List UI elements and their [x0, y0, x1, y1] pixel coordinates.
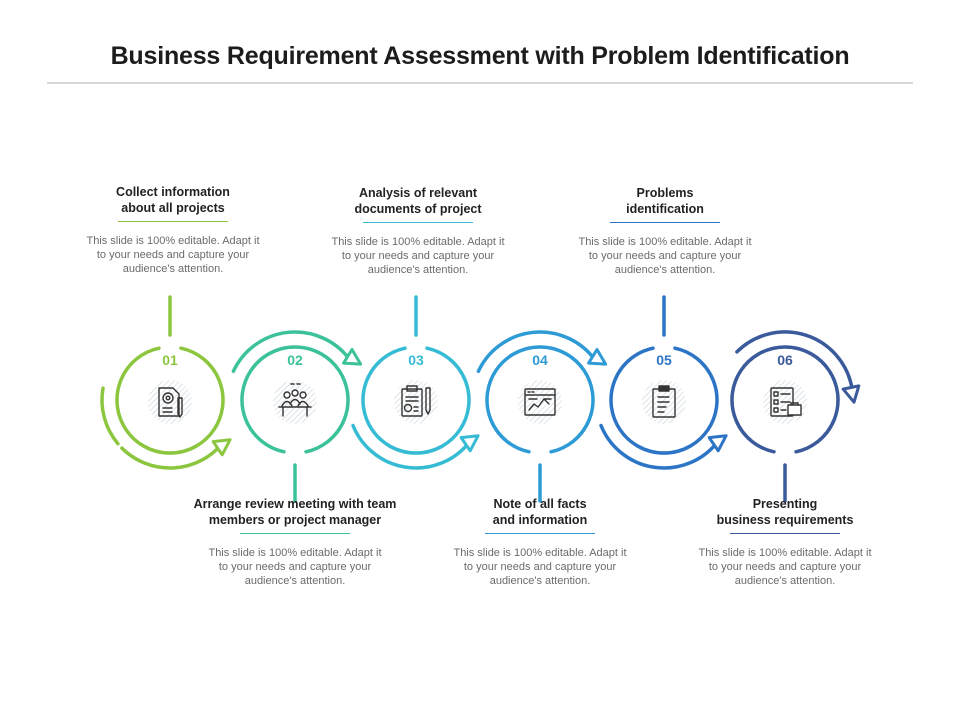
step-5-underline: [610, 222, 720, 223]
step-2-underline: [240, 533, 350, 534]
step-2-text: Arrange review meeting with team members…: [170, 496, 420, 588]
step-1-description: This slide is 100% editable. Adapt it to…: [86, 235, 260, 275]
step-arrow-arc: [735, 330, 854, 390]
step-4-description: This slide is 100% editable. Adapt it to…: [453, 547, 627, 587]
step-arrow-arc: [120, 441, 224, 470]
step-4-heading: Note of all facts and information: [492, 497, 588, 527]
document-gear-icon: [158, 387, 183, 418]
step-5-text: Problems identification This slide is 10…: [550, 185, 780, 277]
step-1-node: 01: [100, 295, 232, 470]
step-ring: [361, 346, 471, 455]
step-6-text: Presenting business requirements This sl…: [670, 496, 900, 588]
step-arrow-arc: [476, 330, 596, 374]
icon-background: [518, 380, 562, 424]
step-ring: [730, 345, 840, 454]
icon-background: [273, 380, 317, 424]
step-4-text: Note of all facts and information This s…: [425, 496, 655, 588]
title-divider: [47, 82, 913, 84]
step-4-number: 04: [532, 352, 548, 368]
step-6-description: This slide is 100% editable. Adapt it to…: [698, 547, 872, 587]
step-arrow-arc: [351, 423, 470, 470]
step-3-node: 03: [351, 295, 480, 470]
step-arrow-arc: [100, 386, 120, 446]
step-ring: [609, 346, 719, 455]
step-2-heading: Arrange review meeting with team members…: [193, 497, 397, 527]
step-5-heading: Problems identification: [626, 186, 704, 216]
step-1-text: Collect information about all projects T…: [58, 184, 288, 276]
step-4-underline: [485, 533, 595, 534]
step-6-node: 06: [730, 330, 861, 503]
arrow-head: [211, 438, 232, 457]
step-6-heading: Presenting business requirements: [716, 497, 854, 527]
step-5-number: 05: [656, 352, 672, 368]
step-ring: [485, 345, 595, 454]
step-3-text: Analysis of relevant documents of projec…: [303, 185, 533, 277]
step-2-number: 02: [287, 352, 303, 368]
browser-chart-icon: [524, 388, 556, 416]
step-3-underline: [363, 222, 473, 223]
checklist-icon: [770, 387, 802, 417]
arrow-head: [841, 384, 861, 404]
arrow-head: [459, 434, 480, 453]
page-title: Business Requirement Assessment with Pro…: [110, 42, 850, 70]
step-3-description: This slide is 100% editable. Adapt it to…: [331, 236, 505, 276]
arrow-head: [707, 434, 728, 453]
step-1-heading: Collect information about all projects: [116, 185, 230, 215]
step-2-node: 02: [231, 330, 363, 503]
team-meeting-icon: [278, 383, 312, 417]
step-1-underline: [118, 221, 228, 222]
step-1-number: 01: [162, 352, 178, 368]
step-arrow-arc: [231, 330, 351, 374]
arrow-head: [587, 348, 608, 366]
step-6-underline: [730, 533, 840, 534]
step-3-heading: Analysis of relevant documents of projec…: [354, 186, 482, 216]
step-6-number: 06: [777, 352, 793, 368]
step-ring: [115, 346, 225, 455]
clipboard-list-icon: [652, 385, 676, 418]
step-4-node: 04: [476, 330, 608, 503]
arrow-head: [342, 348, 363, 366]
step-2-description: This slide is 100% editable. Adapt it to…: [208, 547, 382, 587]
clipboard-pen-icon: [401, 385, 431, 417]
step-ring: [240, 345, 350, 454]
step-3-number: 03: [408, 352, 424, 368]
step-5-description: This slide is 100% editable. Adapt it to…: [578, 236, 752, 276]
step-arrow-arc: [599, 423, 718, 470]
step-5-node: 05: [599, 295, 728, 470]
